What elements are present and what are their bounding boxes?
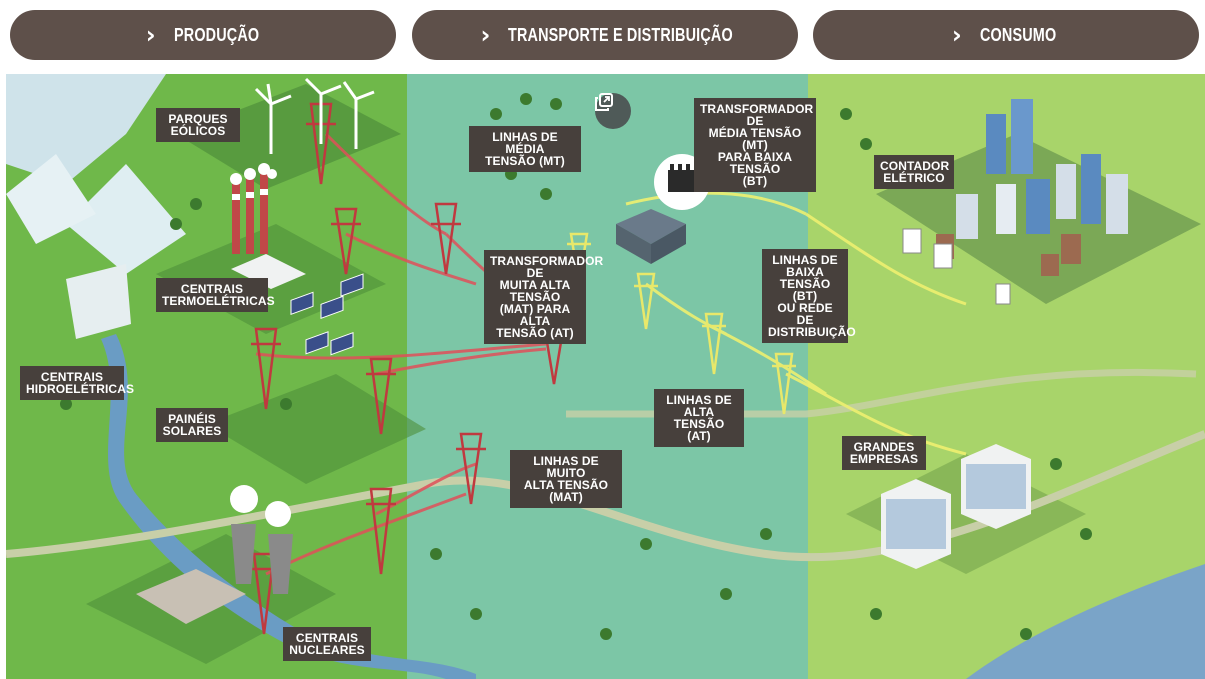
label-centrais-termoeletricas: CENTRAIS TERMOELÉTRICAS bbox=[156, 278, 275, 312]
label-linhas-muito-alta-tensao: LINHAS DE MUITO ALTA TENSÃO (MAT) bbox=[510, 450, 622, 508]
label-transformador-mt-bt: TRANSFORMADOR DE MÉDIA TENSÃO (MT) PARA … bbox=[694, 98, 816, 192]
wind-park-plot bbox=[176, 84, 401, 189]
energy-infographic: PARQUES EÓLICOS CENTRAIS TERMOELÉTRICAS … bbox=[6, 74, 1205, 679]
tab-consumo[interactable]: › CONSUMO bbox=[813, 10, 1199, 60]
label-linhas-baixa-tensao: LINHAS DE BAIXA TENSÃO (BT) OU REDE DE D… bbox=[762, 249, 856, 343]
tab-transporte-distribuicao[interactable]: › TRANSPORTE E DISTRIBUIÇÃO bbox=[412, 10, 798, 60]
label-centrais-nucleares: CENTRAIS NUCLEARES bbox=[283, 627, 371, 661]
label-transformador-mat-at: TRANSFORMADOR DE MUITA ALTA TENSÃO (MAT)… bbox=[484, 250, 603, 344]
infographic-illustration bbox=[6, 74, 1205, 679]
tab-label: CONSUMO bbox=[979, 24, 1057, 45]
dam bbox=[66, 264, 131, 339]
open-in-new-icon bbox=[595, 93, 613, 111]
label-centrais-hidroeletricas: CENTRAIS HIDROELÉTRICAS bbox=[20, 366, 134, 400]
wind-turbines bbox=[254, 77, 375, 154]
chevron-right-icon: › bbox=[951, 21, 962, 49]
company-buildings bbox=[881, 444, 1031, 569]
section-tabs: › PRODUÇÃO › TRANSPORTE E DISTRIBUIÇÃO ›… bbox=[0, 0, 1205, 70]
trees bbox=[60, 93, 1092, 640]
label-grandes-empresas: GRANDES EMPRESAS bbox=[842, 436, 926, 470]
road bbox=[566, 368, 1197, 418]
city-buildings bbox=[936, 99, 1128, 276]
solar-plot bbox=[206, 374, 426, 484]
tab-producao[interactable]: › PRODUÇÃO bbox=[10, 10, 396, 60]
nuclear-plant bbox=[136, 485, 293, 624]
label-parques-eolicos: PARQUES EÓLICOS bbox=[156, 108, 240, 142]
electric-meters bbox=[902, 228, 1011, 305]
label-contador-eletrico: CONTADOR ELÉTRICO bbox=[874, 155, 954, 189]
label-linhas-media-tensao: LINHAS DE MÉDIA TENSÃO (MT) bbox=[469, 126, 581, 172]
open-in-new-button[interactable] bbox=[595, 93, 631, 129]
tab-label: PRODUÇÃO bbox=[173, 24, 259, 45]
mountain bbox=[6, 74, 166, 184]
label-paineis-solares: PAINÉIS SOLARES bbox=[156, 408, 228, 442]
mountain bbox=[66, 164, 186, 274]
sea bbox=[966, 564, 1205, 679]
substation bbox=[616, 209, 686, 264]
solar-panels bbox=[290, 273, 364, 356]
chevron-right-icon: › bbox=[145, 21, 156, 49]
label-linhas-alta-tensao: LINHAS DE ALTA TENSÃO (AT) bbox=[654, 389, 744, 447]
thermo-chimneys bbox=[230, 163, 306, 289]
chevron-right-icon: › bbox=[480, 21, 491, 49]
tab-label: TRANSPORTE E DISTRIBUIÇÃO bbox=[508, 24, 734, 45]
mountain bbox=[6, 154, 96, 244]
